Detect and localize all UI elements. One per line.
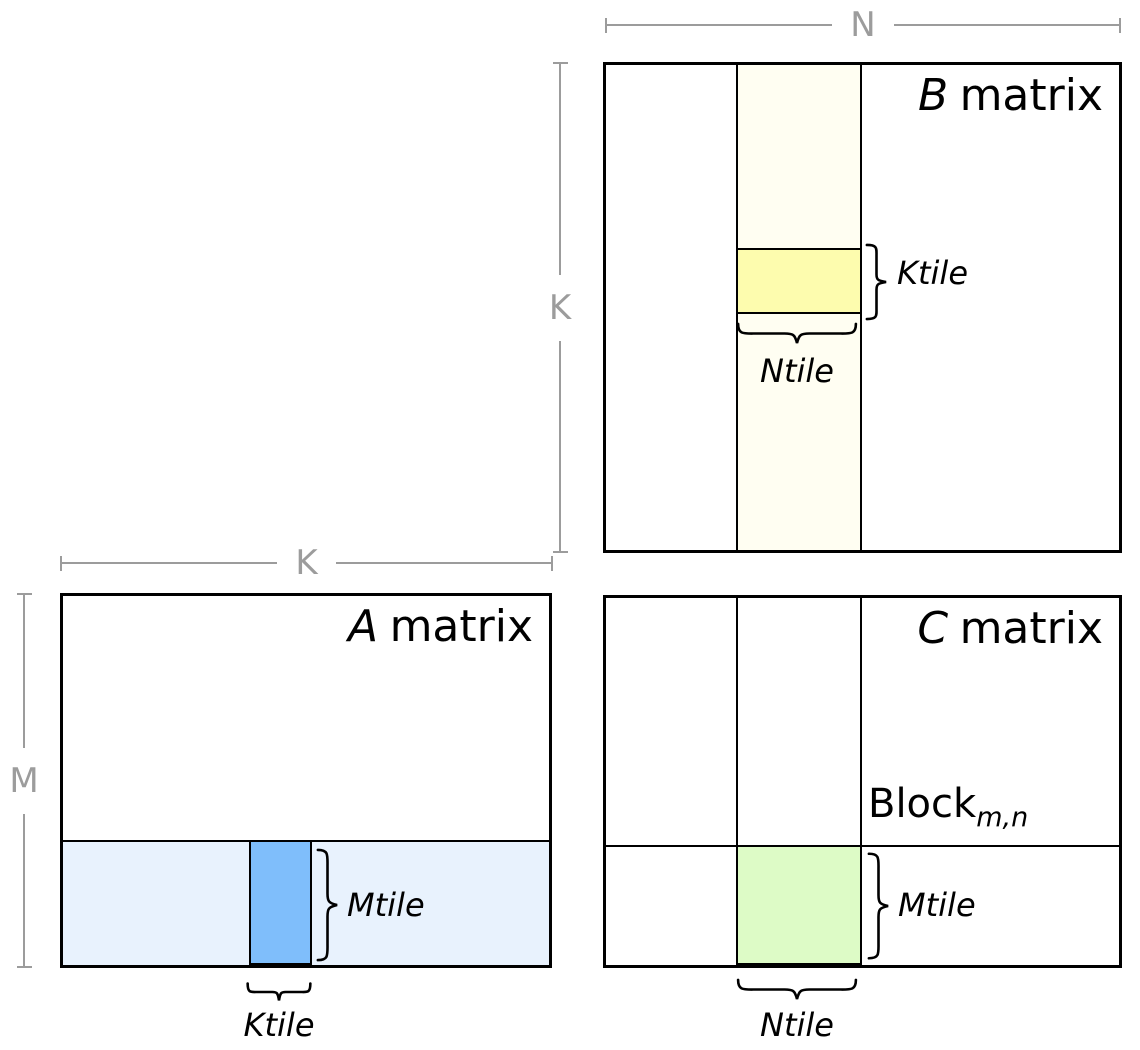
dimension-label-n: N <box>850 5 876 45</box>
b-ktile-label: Ktile <box>897 254 968 292</box>
curly-brace-right-icon <box>864 243 889 321</box>
dimension-line-segment <box>559 64 561 275</box>
dimension-tick <box>552 551 568 553</box>
c-block-label-text: Block <box>868 781 977 827</box>
a-mtile-ktile-tile <box>249 840 312 965</box>
c-block-label: Blockm,n <box>868 784 1028 831</box>
dimension-line-segment <box>23 595 25 748</box>
dimension-line-n: N <box>605 8 1121 42</box>
dimension-tick <box>552 62 568 64</box>
dimension-line-segment <box>62 562 278 564</box>
curly-brace-right-icon <box>866 851 891 961</box>
dimension-label-k-vertical: K <box>548 287 572 328</box>
dimension-tick <box>605 17 607 33</box>
dimension-line-segment <box>335 562 552 564</box>
dimension-line-segment <box>893 24 1119 26</box>
curly-brace-under-icon <box>246 981 312 1003</box>
c-ntile-label: Ntile <box>760 1006 834 1044</box>
dimension-tick <box>60 555 62 571</box>
c-grid-line-vertical <box>736 598 738 847</box>
a-matrix-letter: A <box>348 601 379 652</box>
dimension-label-m: M <box>9 760 39 801</box>
b-ktile-ntile-tile <box>736 248 862 314</box>
curly-brace-under-icon <box>735 321 859 346</box>
curly-brace-under-icon <box>735 977 859 1002</box>
dimension-tick <box>551 555 554 571</box>
dimension-tick <box>1119 17 1121 33</box>
a-ktile-label: Ktile <box>243 1006 315 1044</box>
dimension-line-segment <box>559 340 561 551</box>
dimension-tick <box>16 966 32 968</box>
dimension-tick <box>16 593 32 595</box>
c-matrix-letter: C <box>917 603 949 654</box>
dimension-line-segment <box>23 813 25 966</box>
a-matrix-word: matrix <box>389 601 533 652</box>
b-matrix-letter: B <box>917 70 949 121</box>
b-ntile-label: Ntile <box>760 352 834 390</box>
a-mtile-label: Mtile <box>347 886 425 924</box>
dimension-label-k-horizontal: K <box>295 543 318 583</box>
dimension-line-k-vertical: K <box>546 62 574 553</box>
c-grid-line-horizontal <box>606 845 1119 847</box>
dimension-line-k-horizontal: K <box>60 546 554 580</box>
dimension-line-m: M <box>9 593 39 968</box>
c-matrix-word: matrix <box>959 603 1103 654</box>
c-grid-line-vertical <box>860 598 862 847</box>
c-block-tile <box>736 845 862 965</box>
curly-brace-right-icon <box>315 847 340 963</box>
c-block-label-subscript: m,n <box>976 802 1029 833</box>
c-mtile-label: Mtile <box>898 886 976 924</box>
b-matrix-word: matrix <box>959 70 1103 121</box>
dimension-line-segment <box>607 24 833 26</box>
